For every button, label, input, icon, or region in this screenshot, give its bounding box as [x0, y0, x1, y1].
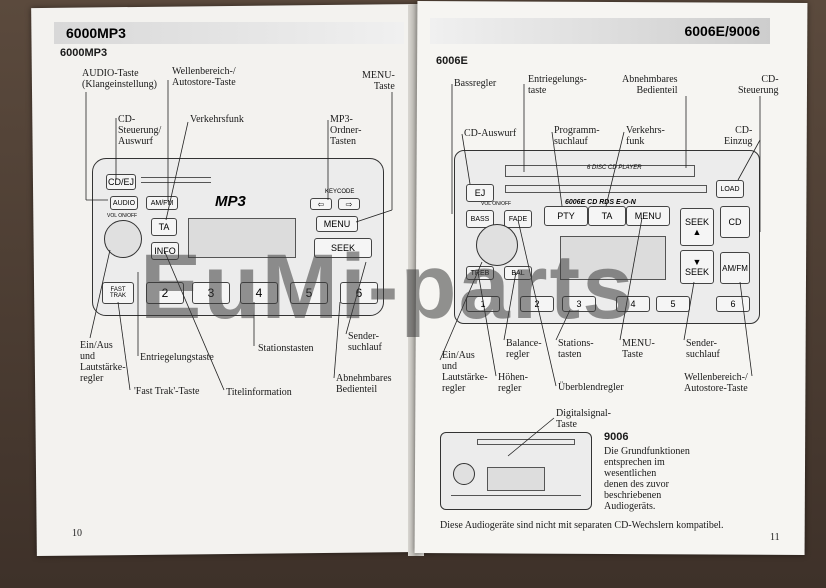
eject-button[interactable]: EJ	[466, 184, 494, 202]
label-onoff-r: Ein/Aus und Lautstärke- regler	[442, 350, 488, 394]
label-cd-control: CD- Steuerung	[738, 74, 779, 96]
am-fm-button-r[interactable]: AM/FM	[720, 252, 750, 284]
presets-9006	[451, 495, 581, 504]
cd-button[interactable]: CD	[720, 206, 750, 238]
left-header-title: 6000MP3	[66, 25, 126, 41]
model-9006-title: 9006	[604, 431, 629, 443]
label-seek: Sender- suchlauf	[348, 331, 382, 353]
ta-button-r[interactable]: TA	[588, 206, 626, 226]
label-wave-r: Wellenbereich-/ Autostore-Taste	[684, 372, 748, 394]
cd-slot	[141, 177, 211, 183]
right-page-number: 11	[770, 532, 780, 543]
label-traffic: Verkehrsfunk	[190, 114, 244, 125]
label-release-r: Entriegelungs- taste	[528, 74, 587, 96]
preset-6-button-r[interactable]: 6	[716, 296, 750, 312]
preset-4-button[interactable]: 4	[240, 282, 278, 304]
label-wave: Wellenbereich-/ Autostore-Taste	[172, 66, 236, 88]
seek-down-button[interactable]: ▼ SEEK	[680, 250, 714, 284]
right-header-bar: 6006E/9006	[430, 18, 770, 44]
audio-button[interactable]: AUDIO	[110, 196, 138, 210]
preset-3-button-r[interactable]: 3	[562, 296, 596, 312]
footnote: Diese Audiogeräte sind nicht mit separat…	[440, 520, 724, 531]
right-header-title: 6006E/9006	[684, 23, 760, 39]
label-onoff: Ein/Aus und Lautstärke- regler	[80, 340, 126, 384]
label-menu: MENU- Taste	[362, 70, 395, 92]
label-mp3: MP3- Ordner- Tasten	[330, 114, 362, 147]
cd-eject-button[interactable]: CD/EJ	[106, 174, 136, 190]
volume-knob[interactable]	[104, 220, 142, 258]
menu-button[interactable]: MENU	[316, 216, 358, 232]
ta-button[interactable]: TA	[151, 218, 177, 236]
vol-label-r: VOL ON/OFF	[481, 201, 512, 207]
label-title-info: Titelinformation	[226, 387, 292, 398]
label-cd-eject: CD-Auswurf	[464, 128, 517, 139]
right-subtitle: 6006E	[436, 55, 468, 67]
left-page-number: 10	[72, 528, 82, 539]
mp3-folder-down-button[interactable]: ⇦	[310, 198, 332, 210]
load-button[interactable]: LOAD	[716, 180, 744, 198]
left-subtitle: 6000MP3	[60, 47, 108, 59]
label-traffic-r: Verkehrs- funk	[626, 125, 665, 147]
label-removable: Abnehmbares Bedienteil	[336, 373, 392, 395]
label-prog: Programm- suchlauf	[554, 125, 600, 147]
pty-button[interactable]: PTY	[544, 206, 588, 226]
label-release: Entriegelungstaste	[140, 352, 214, 363]
cd-slot-top	[505, 165, 695, 177]
desc-9006: Die Grundfunktionen entsprechen im wesen…	[604, 446, 690, 512]
label-treble: Höhen- regler	[498, 372, 528, 394]
mp3-logo: MP3	[215, 193, 246, 210]
left-header-bar: 6000MP3	[54, 22, 404, 44]
model-label: 6006E CD RDS E-O-N	[565, 199, 636, 206]
cd-player-label: 6 DISC CD PLAYER	[587, 165, 642, 171]
keycode-label: KEYCODE	[325, 189, 355, 195]
preset-5-button[interactable]: 5	[290, 282, 328, 304]
right-display	[560, 236, 666, 280]
watermark: EuMi-parts	[140, 236, 636, 338]
menu-button-r[interactable]: MENU	[626, 206, 670, 226]
am-fm-button[interactable]: AM/FM	[146, 196, 178, 210]
label-bass: Bassregler	[454, 78, 497, 89]
label-fade: Überblendregler	[558, 382, 624, 393]
fast-trak-button[interactable]: FAST TRAK	[102, 282, 134, 304]
preset-5-button-r[interactable]: 5	[656, 296, 690, 312]
label-cd: CD- Steuerung/ Auswurf	[118, 114, 162, 147]
knob-9006[interactable]	[453, 463, 475, 485]
seek-button[interactable]: SEEK	[314, 238, 372, 258]
label-dsp: Digitalsignal- Taste	[556, 408, 611, 430]
radio-9006	[440, 432, 592, 510]
cd-slot-bottom	[505, 185, 707, 193]
label-menu-r: MENU- Taste	[622, 338, 655, 360]
label-stations: Stationstasten	[258, 343, 314, 354]
label-cd-in: CD- Einzug	[724, 125, 753, 147]
mp3-folder-up-button[interactable]: ⇨	[338, 198, 360, 210]
bass-button[interactable]: BASS	[466, 210, 494, 228]
label-fasttrack: 'Fast Trak'-Taste	[134, 386, 200, 397]
vol-label: VOL ON/OFF	[107, 213, 138, 219]
label-audio-tab: AUDIO-Taste (Klangeinstellung)	[82, 68, 157, 90]
label-balance: Balance- regler	[506, 338, 542, 360]
cd-slot-9006	[477, 439, 575, 445]
display-9006	[487, 467, 545, 491]
volume-knob-r[interactable]	[476, 224, 518, 266]
label-removable-r: Abnehmbares Bedienteil	[622, 74, 678, 96]
label-seek-r: Sender- suchlauf	[686, 338, 720, 360]
seek-up-button[interactable]: SEEK ▲	[680, 208, 714, 246]
fade-button[interactable]: FADE	[504, 210, 532, 228]
label-stations-r: Stations- tasten	[558, 338, 594, 360]
